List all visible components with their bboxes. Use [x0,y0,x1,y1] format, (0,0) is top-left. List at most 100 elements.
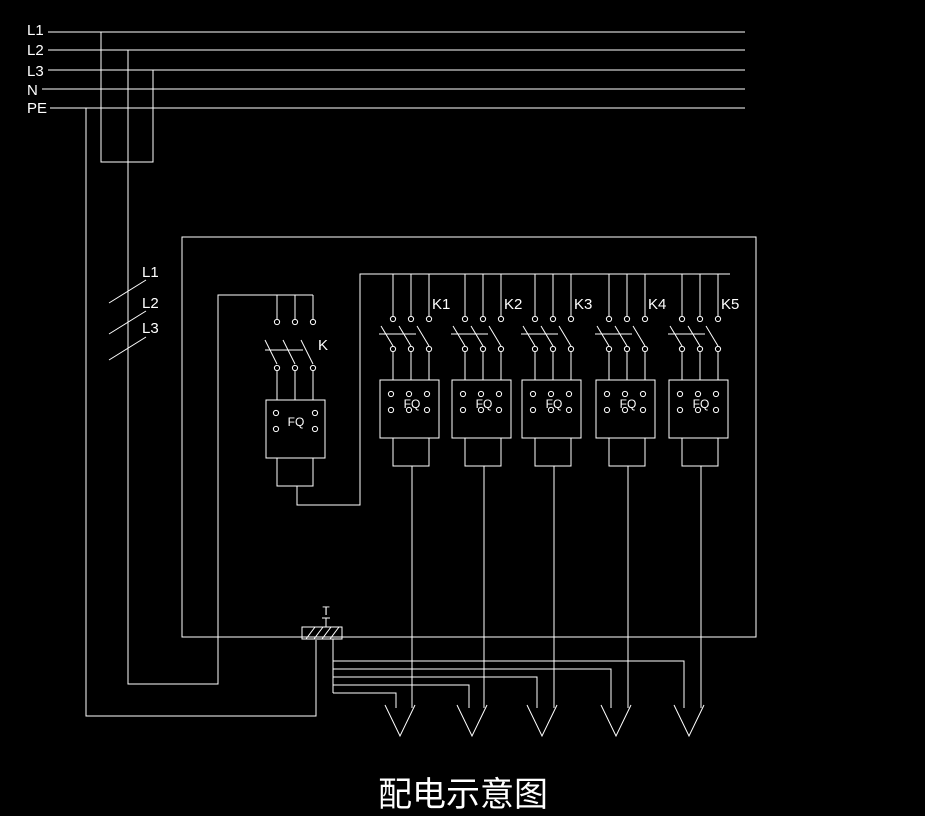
terminal-label: T [322,604,330,618]
contact-bottom [273,364,281,372]
main-switch-label: K [318,337,328,354]
contact-top [567,315,575,323]
breaker-contact [477,390,485,398]
branch-switch-label: K1 [432,296,450,313]
main-breaker-out [276,458,314,487]
switch-blade [540,325,554,347]
breaker-contact [547,390,555,398]
terminal-hatch-1 [305,626,316,640]
breaker-contact [639,390,647,398]
contact-bottom [531,345,539,353]
branch-circuit-3: K3 FQ [521,274,592,738]
contact-top [461,315,469,323]
cable-label-l1: L1 [142,264,159,281]
contact-bottom [678,345,686,353]
branch-breaker-label: FQ [476,397,493,411]
contact-top [531,315,539,323]
contact-top [497,315,505,323]
contact-top [641,315,649,323]
breaker-contact [676,390,684,398]
breaker-contact [495,406,503,414]
breaker-contact [603,406,611,414]
pe-out-4 [333,668,612,708]
contact-bottom [641,345,649,353]
switch-blade [522,325,536,347]
breaker-contact [405,390,413,398]
breaker-box [668,379,729,439]
switch-blade [300,339,314,365]
bus-tap [100,32,154,163]
breaker-contact [694,390,702,398]
breaker-contact [712,406,720,414]
contact-bottom [389,345,397,353]
contact-bottom [309,364,317,372]
breaker-contact [272,425,280,433]
breaker-contact [676,406,684,414]
breaker-contact [423,390,431,398]
branch-switch-label: K4 [648,296,666,313]
breaker-out [392,438,430,467]
contact-bottom [479,345,487,353]
load-arrow [526,704,558,738]
breaker-box [595,379,656,439]
cable-slash-1 [108,279,147,304]
breaker-contact [639,406,647,414]
contact-bottom [549,345,557,353]
contact-top [714,315,722,323]
pe-out-3 [333,676,538,708]
breaker-contact [311,425,319,433]
contact-top [389,315,397,323]
contact-top [678,315,686,323]
switch-blade [452,325,466,347]
branch-circuit-5: K5 FQ [668,274,739,738]
branch-circuit-1: K1 FQ [379,274,450,738]
contact-bottom [497,345,505,353]
contact-bottom [623,345,631,353]
bus-label-pe: PE [27,100,47,117]
switch-blade [488,325,502,347]
switch-blade [282,339,296,365]
branch-circuit-4: K4 FQ [595,274,666,738]
cable-slash-3 [108,336,147,361]
breaker-contact [477,406,485,414]
breaker-contact [459,406,467,414]
cable-label-l2: L2 [142,295,159,312]
branch-switch-label: K2 [504,296,522,313]
breaker-box [451,379,512,439]
switch-blade [416,325,430,347]
breaker-out [464,438,502,467]
bus-label-l3: L3 [27,63,44,80]
breaker-out [608,438,646,467]
pe-out-5 [333,660,685,708]
branch-breaker-label: FQ [546,397,563,411]
breaker-contact [565,390,573,398]
terminal-hatch-4 [329,626,340,640]
branch-breaker-label: FQ [620,397,637,411]
breaker-contact [621,390,629,398]
bus-label-l2: L2 [27,42,44,59]
switch-blade [264,339,278,365]
breaker-contact [547,406,555,414]
breaker-contact [529,390,537,398]
contact-top [623,315,631,323]
main-breaker-label: FQ [288,415,305,429]
breaker-contact [495,390,503,398]
contact-top [549,315,557,323]
contact-bottom [605,345,613,353]
branch-circuits: K1 FQ K2 FQ K3 FQ K4 FQ K5 FQ [379,274,739,738]
breaker-contact [712,390,720,398]
load-arrow [384,704,416,738]
breaker-contact [603,390,611,398]
breaker-box [521,379,582,439]
contact-top [696,315,704,323]
contact-bottom [714,345,722,353]
load-arrow [600,704,632,738]
switch-blade [558,325,572,347]
contact-top [425,315,433,323]
breaker-contact [565,406,573,414]
cabinet-enclosure [181,236,757,638]
breaker-contact [272,409,280,417]
main-switch-k [264,318,319,433]
load-arrow [456,704,488,738]
